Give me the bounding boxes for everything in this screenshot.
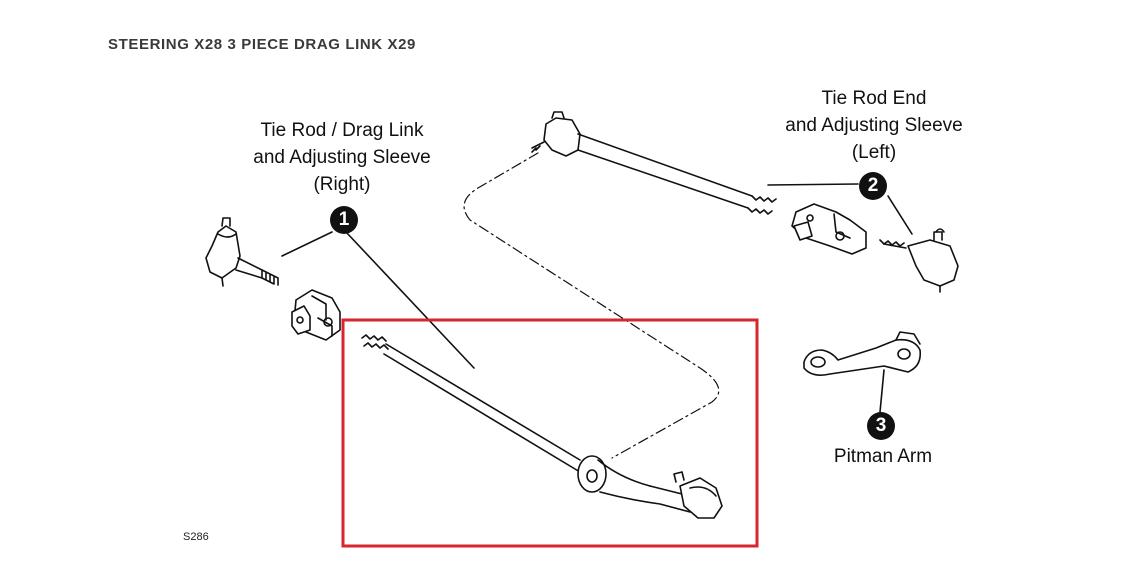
callout-1-line-2: and Adjusting Sleeve [253,147,431,168]
left-rod-assembly [531,111,959,293]
callout-2-badge: 2 [859,172,887,200]
leader-1a [281,231,333,257]
drag-link-rod [361,334,723,519]
callout-1-line-1: Tie Rod / Drag Link [260,120,424,141]
figure-id: S286 [183,531,209,543]
callout-2-line-1: Tie Rod End [821,88,927,109]
right-adjusting-sleeve [291,289,341,341]
callout-1-line-3: (Right) [313,174,371,195]
leader-1b [345,231,475,369]
callout-3-badge: 3 [867,412,895,440]
pitman-arm [803,331,922,376]
leader-3 [879,369,885,413]
callout-2-line-3: (Left) [851,142,897,163]
page-title: STEERING X28 3 PIECE DRAG LINK X29 [108,36,416,53]
callout-2-line-2: and Adjusting Sleeve [785,115,963,136]
callout-3-line-1: Pitman Arm [833,446,933,467]
leader-2b [887,195,913,235]
leader-2a [767,183,859,186]
callout-1-badge: 1 [330,206,358,234]
callout-2-label: Tie Rod End and Adjusting Sleeve (Left) [764,85,984,166]
linkage-dashed-path [463,152,720,459]
right-tie-rod-end [205,217,279,287]
highlight-box [341,318,759,548]
callout-3-label: Pitman Arm [813,443,953,470]
callout-1-label: Tie Rod / Drag Link and Adjusting Sleeve… [232,117,452,198]
